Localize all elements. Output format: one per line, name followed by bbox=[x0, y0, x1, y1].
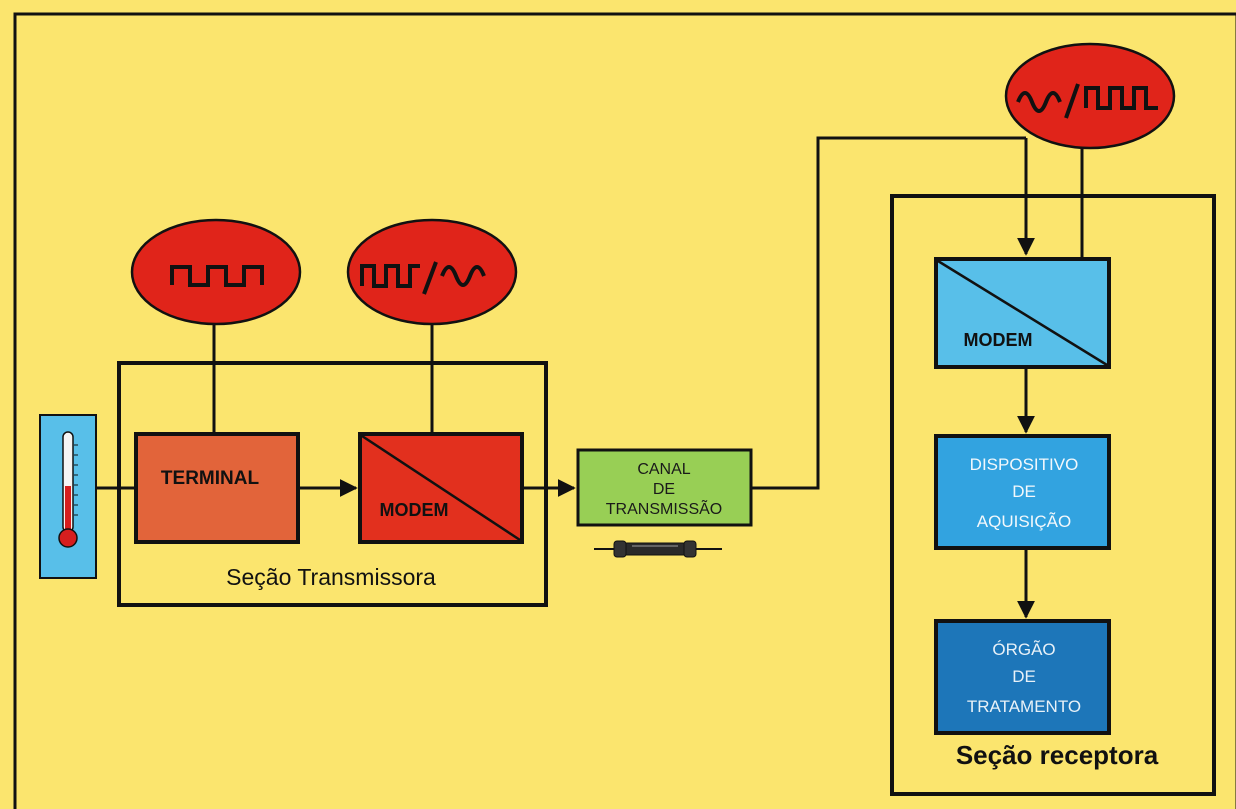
acquisition-label-line-1: DISPOSITIVO bbox=[970, 455, 1079, 474]
thermometer-icon bbox=[58, 431, 78, 548]
square-to-sine-wave-icon bbox=[360, 261, 486, 295]
coaxial-cable-icon bbox=[594, 540, 722, 558]
channel-label-line-1: CANAL bbox=[637, 461, 690, 478]
thermometer-sensor bbox=[39, 414, 97, 579]
transmitter-section-box bbox=[117, 361, 548, 607]
modem-rx-signal-ellipse bbox=[1004, 42, 1176, 150]
terminal-label: TERMINAL bbox=[161, 468, 260, 489]
transmitter-section-label: Seção Transmissora bbox=[226, 564, 436, 590]
acquisition-label-line-3: AQUISIÇÃO bbox=[977, 512, 1071, 531]
terminal-block: TERMINAL bbox=[134, 432, 300, 544]
modem-tx-signal-ellipse bbox=[346, 218, 518, 326]
terminal-signal-ellipse bbox=[130, 218, 302, 326]
modem-rx-label: MODEM bbox=[964, 330, 1033, 350]
processing-label-line-3: TRATAMENTO bbox=[967, 697, 1081, 716]
square-wave-icon bbox=[170, 265, 264, 287]
receiver-section-label: Seção receptora bbox=[956, 740, 1159, 770]
transmission-channel-block: CANAL DE TRANSMISSÃO bbox=[576, 448, 753, 527]
processing-label-line-2: DE bbox=[1012, 667, 1036, 686]
modem-rx-block: MODEM bbox=[934, 257, 1111, 369]
acquisition-label-line-2: DE bbox=[1012, 482, 1036, 501]
outer-frame bbox=[13, 12, 1236, 809]
modem-tx-label: MODEM bbox=[380, 500, 449, 520]
modem-tx-block: MODEM bbox=[358, 432, 524, 544]
receiver-section-box bbox=[890, 194, 1216, 796]
acquisition-device-block: DISPOSITIVO DE AQUISIÇÃO bbox=[934, 434, 1111, 550]
channel-label-line-2: DE bbox=[653, 481, 675, 498]
sine-to-square-wave-icon bbox=[1016, 83, 1158, 119]
processing-label-line-1: ÓRGÃO bbox=[992, 640, 1055, 659]
channel-label-line-3: TRANSMISSÃO bbox=[606, 498, 722, 518]
processing-unit-block: ÓRGÃO DE TRATAMENTO bbox=[934, 619, 1111, 735]
